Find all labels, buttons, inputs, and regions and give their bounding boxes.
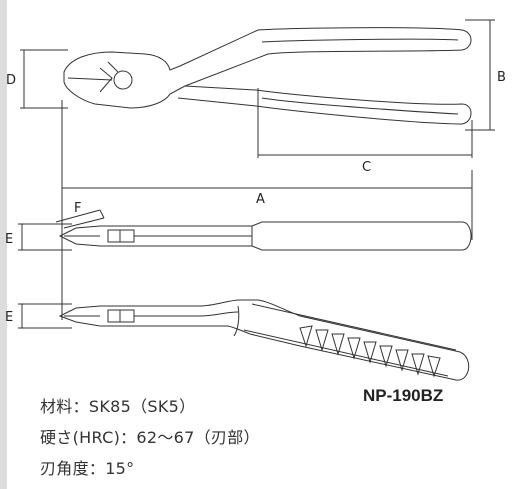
spec-hardness: 硬さ(HRC)：62～67（刃部） (40, 428, 260, 447)
dimension-d-lines (20, 49, 68, 109)
dimension-c-lines (257, 88, 473, 158)
front-view-pliers (63, 27, 472, 125)
spec-material: 材料：SK85（SK5） (40, 397, 196, 416)
label-a: A (256, 192, 265, 207)
label-c: C (362, 160, 371, 175)
dimension-f-lines (55, 209, 105, 229)
left-edge-bar (0, 0, 7, 489)
label-f: F (74, 201, 81, 216)
label-d: D (6, 73, 16, 88)
model-number: NP-190BZ (363, 386, 444, 405)
spec-blade-angle: 刃角度：15° (40, 459, 135, 478)
side-view-pliers (58, 221, 472, 251)
dimension-a-lines (61, 100, 473, 320)
dimension-e-bottom-lines (18, 303, 72, 329)
label-b: B (497, 70, 506, 85)
label-e-top: E (5, 232, 13, 247)
dimension-e-top-lines (18, 223, 72, 251)
label-e-bottom: E (5, 310, 13, 325)
dimension-b-lines (465, 19, 495, 131)
angled-view-pliers (58, 299, 470, 381)
